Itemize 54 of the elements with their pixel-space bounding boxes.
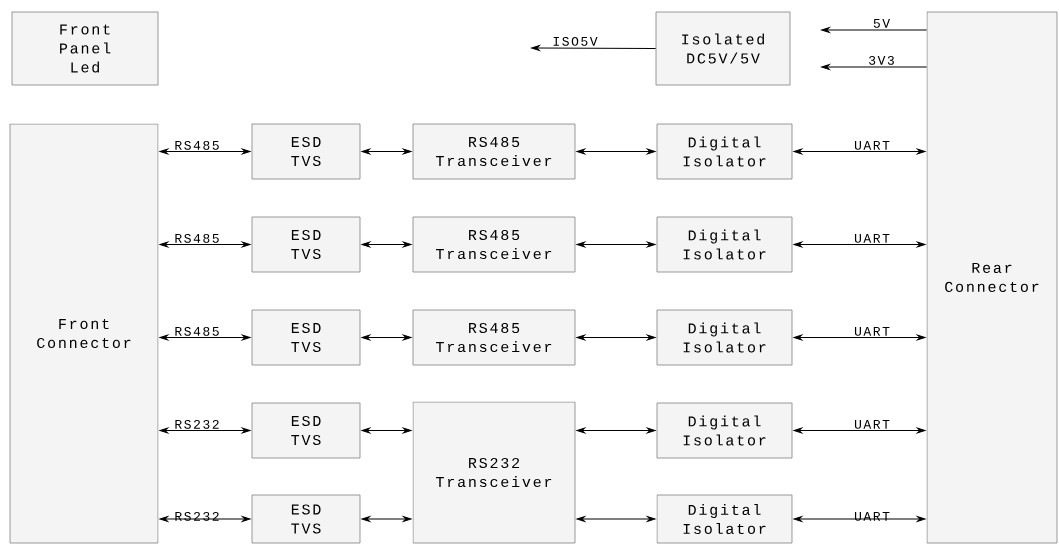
edge-label: 5V [873,19,890,28]
block-box: Front Panel Led [11,11,159,86]
block-box: Digital Isolator [656,402,793,459]
arrow [576,241,656,248]
arrow [821,64,928,70]
edge-label: ISO5V [553,36,598,46]
edge-label: RS232 [175,419,219,429]
block-box: ESD TVS [251,216,361,273]
edge-label: RS485 [175,326,219,336]
block-box: Isolated DC5V/5V [655,11,791,86]
block-box: RS485 Transceiver [412,123,576,180]
arrow [361,427,412,434]
edge-label: UART [854,234,890,243]
block-box: RS232 Transceiver [412,401,576,544]
arrow [159,334,251,341]
block-box: ESD TVS [251,494,361,544]
arrow [576,516,656,522]
block-box: Digital Isolator [656,309,793,366]
block-box: Digital Isolator [656,216,793,273]
block-box: Front Connector [9,123,159,544]
arrow [821,27,928,33]
block-box: ESD TVS [251,309,361,366]
arrow [361,516,412,522]
arrow [159,427,251,434]
arrow [159,148,251,155]
arrow [793,427,926,434]
arrow [793,148,926,155]
arrow [793,241,926,248]
block-box: RS485 Transceiver [412,309,576,366]
edge-label: UART [854,512,890,521]
edge-label: UART [854,141,890,150]
arrow [361,334,412,341]
edge-label: RS485 [175,233,219,243]
block-box: Digital Isolator [656,494,793,544]
arrow [159,241,251,248]
arrow [576,334,656,341]
arrow [361,241,412,248]
arrow [793,516,926,522]
block-box: RS485 Transceiver [412,216,576,273]
edge-label: UART [854,420,890,429]
edge-label: RS232 [175,512,219,521]
block-box: ESD TVS [251,123,361,180]
arrow [576,148,656,155]
arrow [159,516,251,522]
block-box: Digital Isolator [656,123,793,180]
edge-label: RS485 [175,140,219,150]
arrow [576,427,656,434]
edge-label: UART [854,327,890,336]
arrow [793,334,926,341]
block-box: ESD TVS [251,402,361,459]
arrow [361,148,412,155]
block-box: Rear Connector [926,11,1058,544]
arrow [531,45,657,51]
edge-label: 3V3 [869,55,894,65]
